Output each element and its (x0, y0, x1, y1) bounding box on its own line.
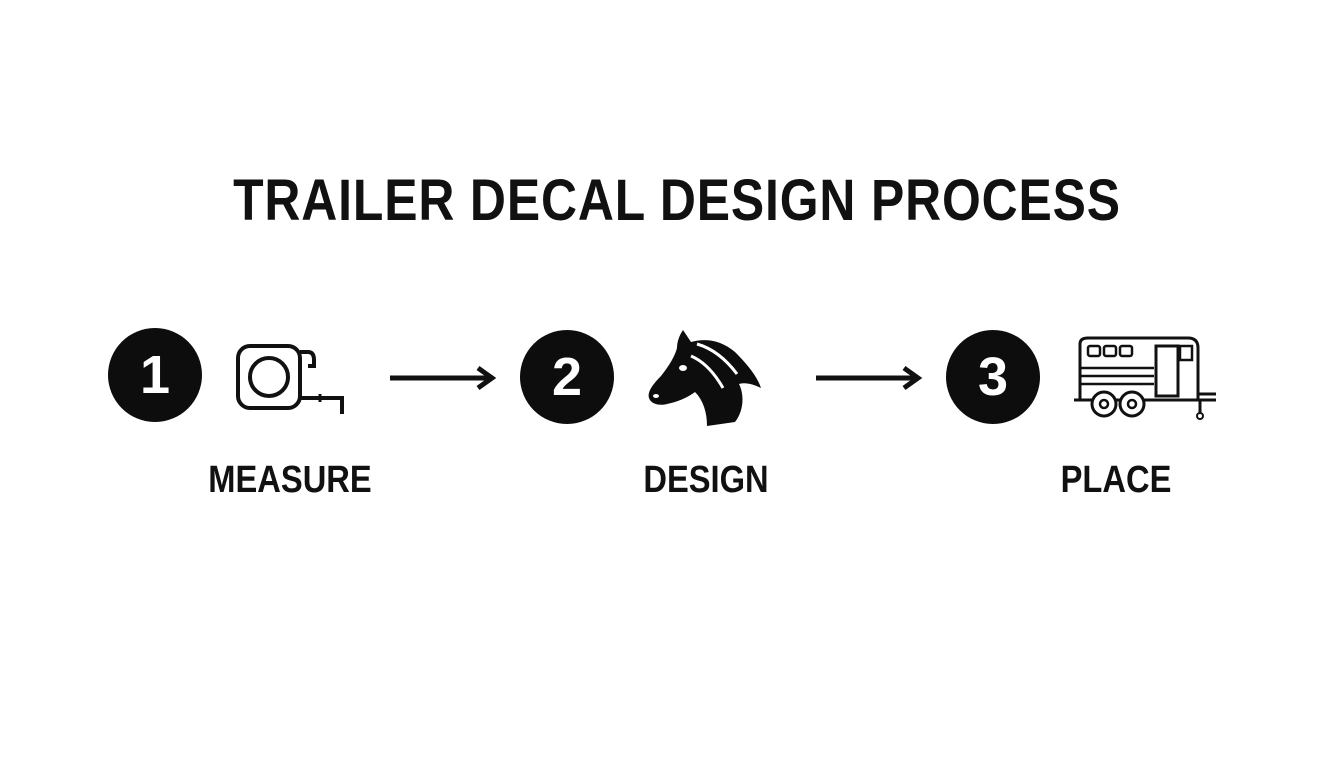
step-1-number-badge: 1 (108, 328, 202, 422)
step-2-label: DESIGN (643, 459, 769, 501)
step-3-label: PLACE (1060, 459, 1172, 501)
arrow-right-icon (390, 365, 497, 391)
step-3-number-badge: 3 (946, 330, 1040, 424)
step-1-label: MEASURE (208, 459, 372, 501)
step-2-number-badge: 2 (520, 330, 614, 424)
diagram-title: TRAILER DECAL DESIGN PROCESS (233, 168, 1121, 233)
horse-head-icon (648, 330, 761, 426)
horse-trailer-icon (1074, 336, 1216, 420)
tape-measure-icon (236, 344, 344, 414)
arrow-right-icon (816, 365, 923, 391)
